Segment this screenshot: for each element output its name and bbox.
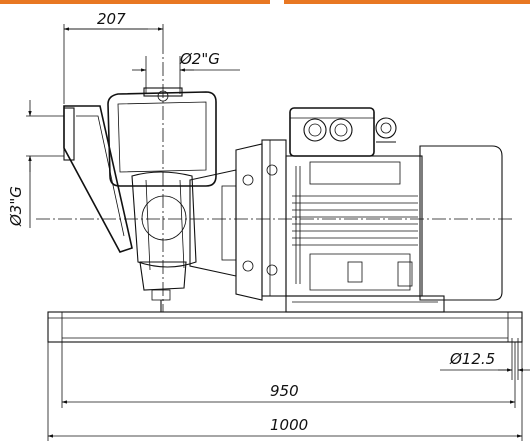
centerlines xyxy=(36,40,514,312)
dim-207-label: 207 xyxy=(97,10,126,28)
pump-body xyxy=(63,87,217,312)
dim-outlet: Ø2"G xyxy=(132,50,240,94)
dim-1000: 1000 xyxy=(47,342,523,441)
dim-bolt-hole-label: Ø12.5 xyxy=(449,350,495,368)
base-plate xyxy=(47,295,523,343)
dim-1000-label: 1000 xyxy=(270,416,308,434)
dim-950-label: 950 xyxy=(270,382,299,400)
dim-bolt-hole: Ø12.5 xyxy=(440,338,530,380)
accent-bar-left xyxy=(0,0,270,4)
pump-adapter xyxy=(189,143,263,301)
dim-207: 207 xyxy=(63,10,164,104)
dim-inlet: Ø3"G xyxy=(7,100,64,228)
dim-950: 950 xyxy=(61,342,516,408)
motor xyxy=(261,107,503,301)
accent-bar-right xyxy=(284,0,530,4)
dim-outlet-label: Ø2"G xyxy=(179,50,220,68)
dim-inlet-label: Ø3"G xyxy=(7,186,25,227)
